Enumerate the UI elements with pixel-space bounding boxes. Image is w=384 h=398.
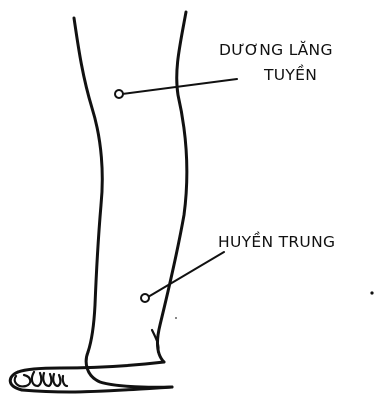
toe-3-icon <box>43 373 51 386</box>
leg-front-contour <box>157 12 186 362</box>
leg-outline <box>10 12 187 392</box>
toe-2-icon <box>32 372 41 386</box>
speck-dot <box>370 291 373 294</box>
toe-tip-contour <box>10 372 22 390</box>
point-label-upper-line2: TUYỀN <box>263 63 317 84</box>
toe-4-icon <box>53 374 60 386</box>
point-marker-lower <box>141 294 149 302</box>
toes <box>15 372 67 386</box>
point-label-lower: HUYỀN TRUNG <box>218 230 335 251</box>
speck-dot <box>175 317 177 319</box>
point-marker-upper <box>115 90 123 98</box>
sole-contour <box>22 387 172 392</box>
big-toe-icon <box>15 375 31 386</box>
toe-5-icon <box>63 376 67 386</box>
acupoint-huyen-trung: HUYỀN TRUNG <box>141 230 335 302</box>
leader-line-upper <box>122 79 237 94</box>
point-label-upper-line1: DƯƠNG LĂNG <box>219 40 333 59</box>
leg-back-contour <box>74 18 102 352</box>
acupoint-duong-lang-tuyen: DƯƠNG LĂNG TUYỀN <box>115 40 333 98</box>
instep-contour <box>18 362 164 372</box>
leader-line-lower <box>148 252 224 297</box>
